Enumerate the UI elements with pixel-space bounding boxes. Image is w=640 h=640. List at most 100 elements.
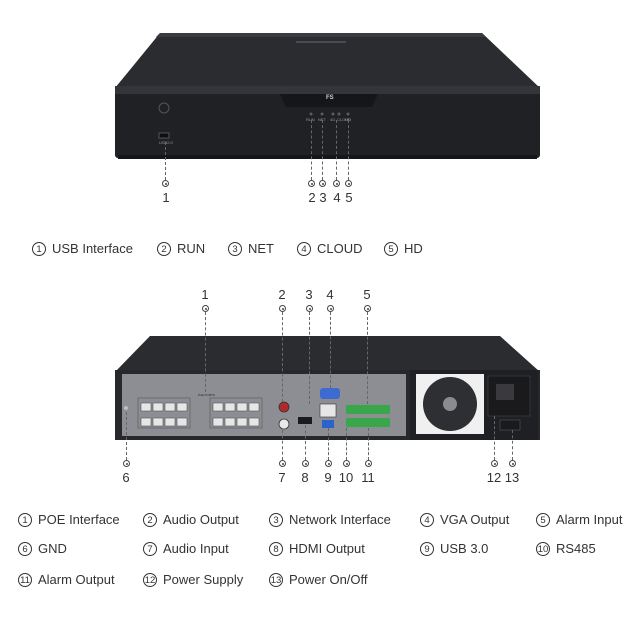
legend-number: 6 [18,541,32,556]
legend-number: 4 [297,241,311,256]
back-legend-network: 3 Network Interface [269,512,391,527]
back-callout-11: 11 [361,470,375,485]
back-leader-13 [512,430,514,460]
legend-label: Audio Output [163,512,239,527]
back-legend-audio-input: 7 Audio Input [143,541,229,556]
led-label-hd: HD [345,117,351,122]
legend-number: 2 [143,512,157,527]
legend-label: USB 3.0 [440,541,489,556]
legend-label: VGA Output [440,512,510,527]
back-leader-3 [309,312,311,404]
front-callout-dot-3 [319,180,326,187]
back-callout-10: 10 [338,470,354,485]
legend-number: 1 [32,241,46,256]
legend-number: 3 [269,512,283,527]
back-legend-hdmi: 8 HDMI Output [269,541,365,556]
legend-label: CLOUD [317,241,363,256]
front-callout-dot-2 [308,180,315,187]
poe-port-block [140,402,260,427]
legend-number: 11 [18,572,32,587]
legend-number: 9 [420,541,434,556]
back-callout-dot-11 [365,460,372,467]
back-callout-dot-4 [327,305,334,312]
legend-number: 13 [269,572,283,587]
back-leader-6 [126,412,128,460]
led-label-net: NET [318,117,326,122]
back-leader-8 [305,425,307,460]
back-callout-dot-9 [325,460,332,467]
legend-label: Power Supply [163,572,244,587]
legend-number: 12 [143,572,157,587]
legend-label: POE Interface [38,512,120,527]
back-legend-alarm-output: 11 Alarm Output [18,572,115,587]
front-leader-5 [348,120,350,180]
back-legend-gnd: 6 GND [18,541,67,556]
back-leader-4 [330,312,332,388]
back-callout-dot-13 [509,460,516,467]
legend-label: HD [404,241,423,256]
back-callout-5: 5 [363,287,371,302]
back-callout-2: 2 [278,287,286,302]
back-leader-2 [282,312,284,402]
back-legend-alarm-input: 5 Alarm Input [536,512,622,527]
legend-label: RUN [177,241,206,256]
back-callout-3: 3 [305,287,313,302]
back-callout-13: 13 [504,470,520,485]
back-callout-6: 6 [122,470,130,485]
back-legend-power-switch: 13 Power On/Off [269,572,368,587]
legend-number: 7 [143,541,157,556]
led-label-4g: 4G [330,117,336,122]
front-callout-2: 2 [308,190,316,205]
legend-number: 5 [536,512,550,527]
back-legend-power-supply: 12 Power Supply [143,572,243,587]
legend-label: Alarm Input [556,512,623,527]
legend-number: 4 [420,512,434,527]
front-leader-2 [311,120,313,180]
legend-label: RS485 [556,541,596,556]
brand-logo: FS [326,95,334,101]
front-legend-hd: 5 HD [384,241,423,256]
legend-label: Alarm Output [38,572,115,587]
back-callout-dot-2 [279,305,286,312]
poe-ports-label: PoE PORTS [198,393,215,397]
back-callout-1: 1 [201,287,209,302]
back-callout-dot-7 [279,460,286,467]
back-callout-dot-1 [202,305,209,312]
legend-number: 2 [157,241,171,256]
legend-number: 1 [18,512,32,527]
legend-number: 8 [269,541,283,556]
front-leader-1 [165,142,167,180]
back-legend-audio-output: 2 Audio Output [143,512,239,527]
back-callout-dot-12 [491,460,498,467]
legend-label: HDMI Output [289,541,365,556]
front-callout-dot-4 [333,180,340,187]
nvr-front-view [115,33,540,159]
front-leader-3 [322,120,324,180]
front-callout-dot-5 [345,180,352,187]
back-callout-7: 7 [278,470,286,485]
legend-label: Network Interface [289,512,391,527]
legend-number: 3 [228,241,242,256]
back-callout-dot-3 [306,305,313,312]
legend-number: 5 [384,241,398,256]
back-callout-8: 8 [301,470,309,485]
legend-label: Power On/Off [289,572,368,587]
back-callout-9: 9 [324,470,332,485]
back-legend-vga: 4 VGA Output [420,512,509,527]
front-callout-5: 5 [345,190,353,205]
back-callout-dot-6 [123,460,130,467]
led-label-run: RUN [306,117,315,122]
back-leader-7 [282,430,284,460]
front-callout-1: 1 [162,190,170,205]
front-callout-dot-1 [162,180,169,187]
back-leader-12 [494,416,496,460]
back-leader-9 [328,428,330,460]
nvr-back-view [115,336,540,440]
led-label-cloud: CLOUD [337,117,352,122]
legend-number: 10 [536,541,550,556]
front-leader-4 [336,120,338,180]
back-callout-dot-10 [343,460,350,467]
front-callout-3: 3 [319,190,327,205]
back-leader-11 [368,428,370,460]
legend-label: GND [38,541,67,556]
